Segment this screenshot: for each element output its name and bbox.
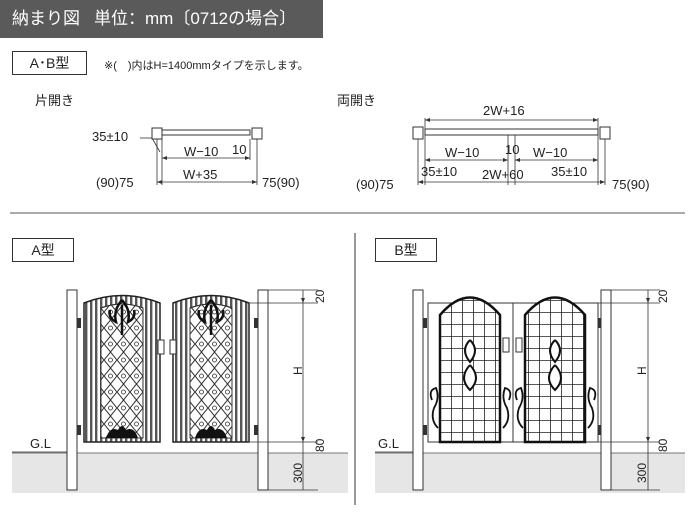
bottom-clearance-label: 80 bbox=[313, 438, 327, 452]
double-right-post-label: 75(90) bbox=[612, 177, 650, 192]
header-unit: 単位：mm〔0712の場合〕 bbox=[94, 9, 297, 28]
single-offset-label: 35±10 bbox=[92, 129, 128, 144]
single-overall-label: W+35 bbox=[183, 167, 217, 182]
right-post bbox=[599, 126, 611, 140]
type-a-elevation: G.L 20 H 80 300 bbox=[12, 289, 348, 493]
double-left-offset-label: 35±10 bbox=[421, 164, 457, 179]
height-label: H bbox=[291, 366, 305, 375]
plan-note: ※( )内はH=1400mmタイプを示します。 bbox=[104, 60, 309, 72]
height-label: H bbox=[635, 366, 649, 375]
ground-line-label: G.L bbox=[378, 436, 399, 451]
single-gap-label: 10 bbox=[232, 142, 246, 157]
right-post bbox=[257, 289, 269, 491]
door-leaves bbox=[424, 128, 599, 136]
double-overall-label: 2W+60 bbox=[482, 167, 524, 182]
embed-depth-label: 300 bbox=[291, 463, 305, 483]
door-leaf bbox=[161, 129, 251, 136]
double-left-inner-label: W−10 bbox=[445, 145, 479, 160]
header-bar: 納まり図単位：mm〔0712の場合〕 bbox=[0, 0, 323, 38]
single-swing-plan: 35±10 W−10 10 W+35 (90)75 75(90) bbox=[92, 127, 300, 190]
ground-area bbox=[375, 453, 685, 493]
double-center-gap-label: 10 bbox=[505, 142, 519, 157]
ground-line-label: G.L bbox=[30, 436, 51, 451]
double-top-label: 2W+16 bbox=[483, 103, 525, 118]
top-clearance-label: 20 bbox=[656, 289, 670, 303]
double-right-offset-label: 35±10 bbox=[551, 164, 587, 179]
left-post bbox=[66, 289, 78, 491]
type-b-elevation: G.L 20 H 80 300 bbox=[375, 289, 685, 493]
plan-type-tag: A･B型 bbox=[12, 51, 87, 75]
right-post bbox=[600, 289, 612, 491]
type-a-tag: A型 bbox=[12, 238, 74, 262]
left-post bbox=[412, 126, 424, 140]
double-swing-plan: 2W+16 W−10 10 W−10 35±10 2W+60 35±10 (90… bbox=[356, 103, 650, 192]
single-right-post-label: 75(90) bbox=[262, 175, 300, 190]
single-left-post-label: (90)75 bbox=[96, 175, 134, 190]
right-post bbox=[251, 127, 263, 140]
embed-depth-label: 300 bbox=[635, 463, 649, 483]
bottom-clearance-label: 80 bbox=[656, 438, 670, 452]
double-left-post-label: (90)75 bbox=[356, 177, 394, 192]
single-inner-label: W−10 bbox=[184, 144, 218, 159]
double-right-inner-label: W−10 bbox=[533, 145, 567, 160]
header-title: 納まり図 bbox=[12, 9, 80, 28]
top-clearance-label: 20 bbox=[313, 289, 327, 303]
left-post bbox=[412, 289, 424, 491]
left-post bbox=[151, 127, 163, 140]
single-swing-caption: 片開き bbox=[35, 93, 75, 108]
type-b-tag: B型 bbox=[375, 238, 437, 262]
double-swing-caption: 両開き bbox=[337, 93, 377, 108]
